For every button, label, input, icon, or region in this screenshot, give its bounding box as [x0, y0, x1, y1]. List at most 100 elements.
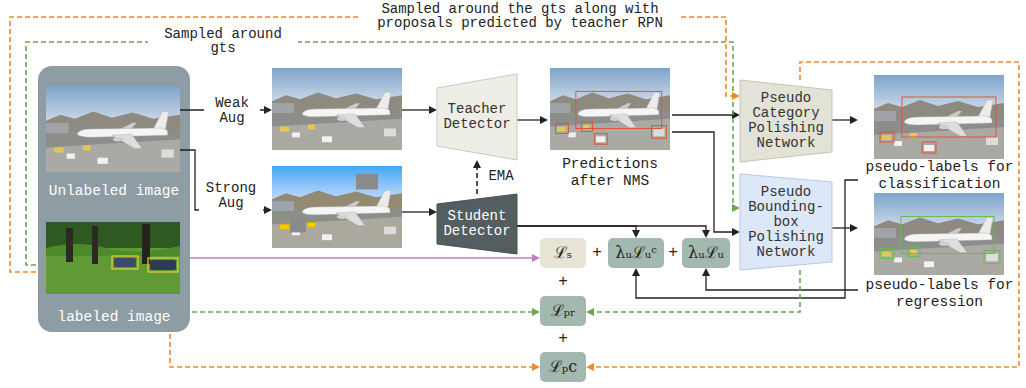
node-text: pseudo-labels for regression	[860, 277, 1019, 311]
node-text: Pseudo Category Polishing Network	[742, 91, 830, 151]
connector	[517, 226, 710, 238]
loss-term: λᵤℒᵤ	[688, 243, 724, 262]
illustration-part	[264, 106, 437, 216]
node-text: Student Detector	[439, 209, 515, 239]
loss-term: ℒₛ	[554, 243, 572, 262]
illustration-part	[922, 142, 936, 153]
augmentation-label: Weak Aug	[204, 96, 260, 126]
arrow-head	[632, 230, 640, 238]
network-trapezoid: Pseudo Bounding-box Polishing Network	[740, 174, 832, 270]
loss-box: ℒₛ	[540, 238, 586, 268]
illustration-part	[550, 68, 670, 150]
image-node: labeled image	[44, 220, 184, 326]
image-node: pseudo-labels for regression	[858, 193, 1021, 311]
illustration-part	[46, 86, 180, 172]
arrow-head	[702, 230, 710, 238]
node-text: labeled image	[57, 309, 170, 326]
connector	[184, 308, 540, 316]
illustration-part	[264, 106, 272, 114]
connector-line	[672, 132, 734, 232]
connector	[832, 116, 858, 124]
connector	[473, 160, 481, 194]
illustration-part	[880, 132, 894, 142]
arrow-head	[473, 160, 481, 168]
illustration-part	[272, 166, 402, 248]
illustration-part	[874, 75, 1004, 159]
illustration-part	[356, 174, 378, 190]
connector	[517, 226, 640, 238]
arrow-head	[732, 204, 740, 212]
edge-label: Sampled around gts	[148, 27, 298, 55]
illustration-part	[46, 86, 180, 172]
image-node: Unlabeled image	[44, 84, 184, 200]
connector-line	[184, 311, 534, 313]
illustration-part	[880, 249, 894, 259]
connector	[702, 268, 858, 290]
connector	[184, 254, 540, 262]
illustration-part	[264, 206, 272, 214]
illustration-part	[984, 251, 1000, 264]
arrow-head	[850, 116, 858, 124]
connector	[170, 326, 540, 371]
illustration-part	[290, 219, 306, 233]
trapezoid-fill	[437, 74, 517, 160]
arrow-head	[532, 363, 540, 371]
trapezoid-fill	[740, 174, 832, 270]
node-text: Pseudo Bounding-box Polishing Network	[742, 185, 830, 260]
node-text: Unlabeled image	[49, 183, 180, 200]
node-text: pseudo-labels for classification	[860, 159, 1019, 193]
augmentation-label: Strong Aug	[199, 181, 263, 211]
trapezoid-fill	[437, 194, 517, 254]
arrow-head	[532, 254, 540, 262]
connector-line	[832, 227, 852, 228]
trapezoid-fill	[740, 80, 832, 162]
illustration-part	[38, 66, 190, 332]
connector-line	[170, 326, 534, 367]
loss-box: ℒₚc	[540, 352, 586, 382]
plus-sign: +	[556, 273, 570, 291]
arrow-head	[532, 308, 540, 316]
illustration-part	[46, 222, 180, 294]
plus-sign: +	[556, 330, 570, 348]
illustration-part	[272, 68, 402, 150]
connector-line	[517, 119, 542, 120]
arrow-head	[702, 268, 710, 276]
arrow-head	[632, 268, 640, 276]
connector	[517, 116, 548, 124]
arrow-head	[850, 224, 858, 232]
illustration-part	[581, 122, 592, 132]
connector	[672, 111, 740, 119]
illustration-part	[652, 126, 667, 139]
connector-line	[476, 166, 478, 194]
illustration-part	[429, 208, 437, 216]
illustration-part	[402, 109, 430, 110]
illustration-part	[429, 106, 437, 114]
illustration-part	[550, 68, 670, 150]
connector	[586, 270, 800, 316]
illustration-part	[46, 222, 180, 294]
network-trapezoid: Pseudo Category Polishing Network	[740, 80, 832, 162]
edge-label: Sampled around the gts along with propos…	[360, 2, 680, 30]
loss-box: λᵤℒᵤᶜ	[608, 238, 664, 268]
arrow-head	[586, 308, 594, 316]
arrow-head	[732, 92, 740, 100]
loss-term: ℒₚᵣ	[551, 301, 576, 320]
illustration-part	[180, 150, 265, 210]
connector-line	[517, 226, 706, 232]
illustration-part	[272, 166, 402, 248]
illustration-part	[874, 193, 1004, 275]
illustration-part	[594, 133, 607, 144]
illustration-part	[874, 193, 1004, 275]
detector-trapezoid: Student Detector	[437, 194, 517, 254]
illustration-part	[556, 124, 569, 134]
connector-line	[706, 274, 858, 290]
arrow-head	[732, 228, 740, 236]
connector-line	[592, 270, 800, 312]
connector-line	[672, 114, 734, 115]
plus-sign: +	[666, 244, 680, 262]
illustration-part	[874, 75, 1004, 159]
illustration-part	[902, 97, 996, 137]
connector-line	[184, 257, 534, 258]
connector	[672, 132, 740, 236]
